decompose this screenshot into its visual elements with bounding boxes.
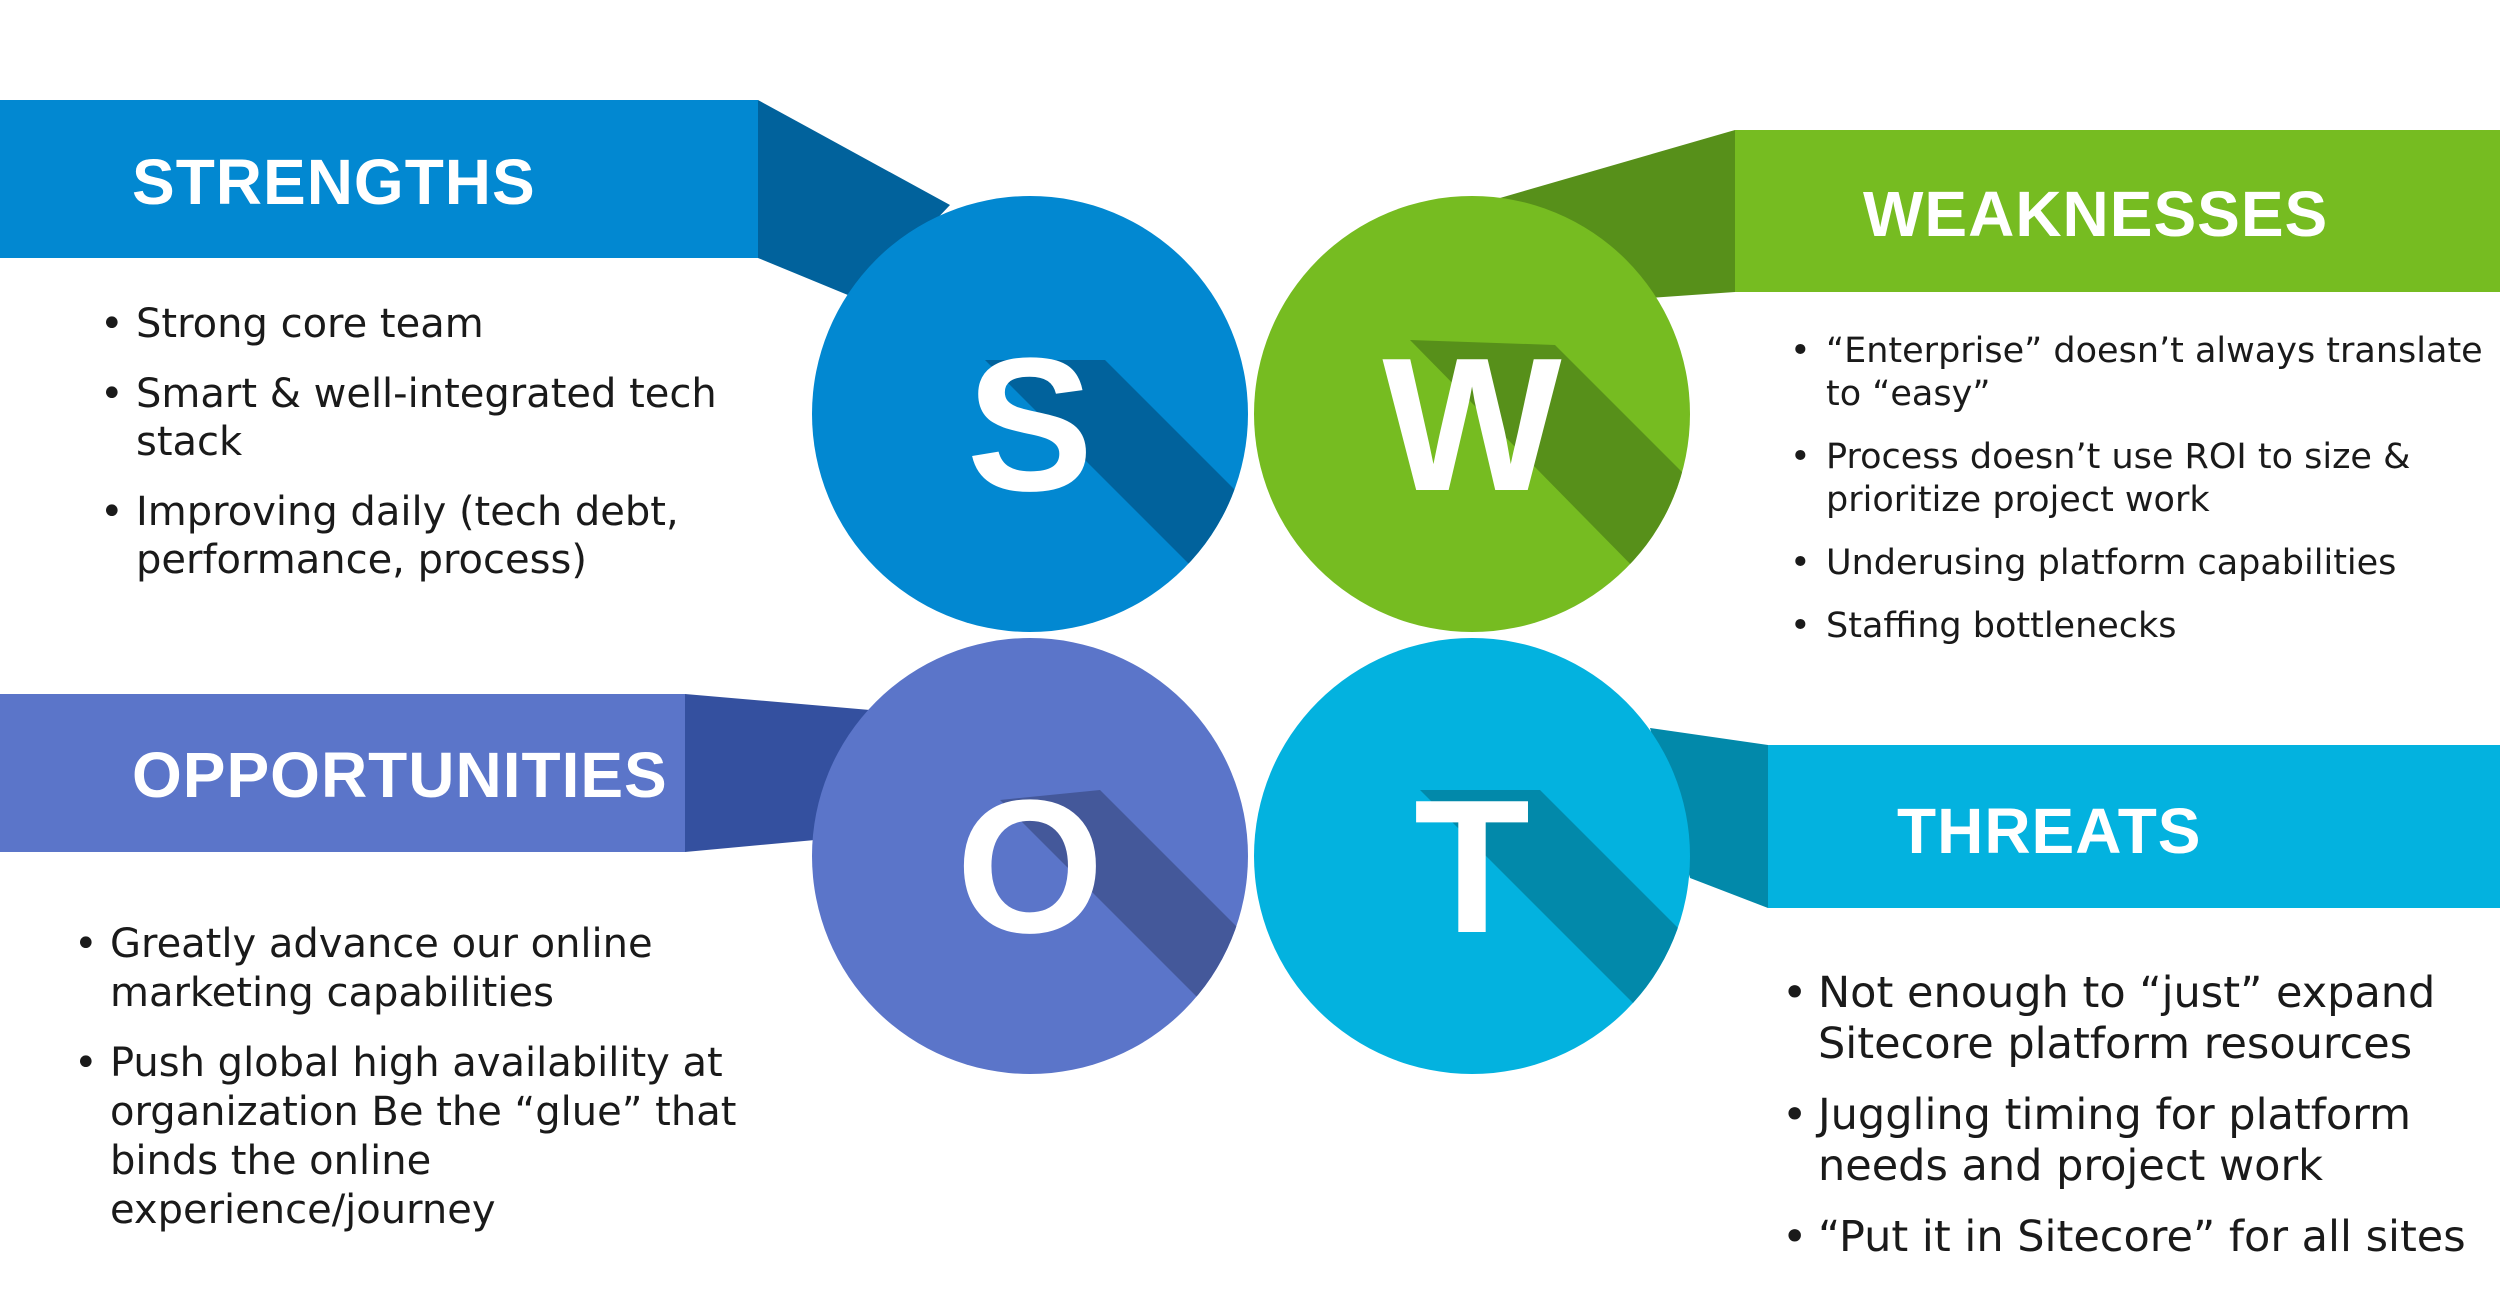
opportunities-banner: [0, 694, 685, 852]
list-item: Push global high availability at organiz…: [72, 1039, 752, 1235]
threats-letter: T: [1413, 761, 1531, 973]
weaknesses-title: WEAKNESSES: [1863, 178, 2329, 250]
list-item: Improving daily (tech debt, performance,…: [98, 488, 778, 584]
strengths-list: Strong core team Smart & well-integrated…: [98, 300, 778, 606]
opportunities-list: Greatly advance our online marketing cap…: [72, 920, 752, 1256]
list-item: Greatly advance our online marketing cap…: [72, 920, 752, 1018]
threats-list: Not enough to “just” expand Sitecore pla…: [1780, 968, 2480, 1283]
strengths-circle: [812, 196, 1248, 632]
list-item: Juggling timing for platform needs and p…: [1780, 1090, 2480, 1192]
weaknesses-banner: [1735, 130, 2500, 292]
threats-banner-fold: [1650, 728, 1768, 908]
opportunities-letter: O: [956, 761, 1104, 973]
strengths-banner: [0, 100, 758, 258]
weaknesses-list: “Enterprise” doesn’t always translate to…: [1788, 330, 2488, 668]
opportunities-circle: [812, 638, 1248, 1074]
list-item: Staffing bottlenecks: [1788, 605, 2488, 648]
list-item: Not enough to “just” expand Sitecore pla…: [1780, 968, 2480, 1070]
opportunities-title: OPPORTUNITIES: [132, 739, 668, 811]
list-item: “Put it in Sitecore” for all sites: [1780, 1212, 2480, 1263]
weaknesses-banner-fold: [1500, 130, 1735, 298]
list-item: Process doesn’t use ROI to size & priori…: [1788, 436, 2488, 522]
threats-title: THREATS: [1897, 795, 2202, 867]
strengths-title: STRENGTHS: [132, 146, 536, 218]
strengths-letter: S: [966, 319, 1094, 531]
weaknesses-circle: [1254, 196, 1690, 632]
weaknesses-letter: W: [1382, 319, 1562, 531]
threats-banner: [1768, 745, 2500, 908]
threats-circle: [1254, 638, 1690, 1074]
list-item: Underusing platform capabilities: [1788, 542, 2488, 585]
list-item: Strong core team: [98, 300, 778, 348]
list-item: Smart & well-integrated tech stack: [98, 370, 778, 466]
list-item: “Enterprise” doesn’t always translate to…: [1788, 330, 2488, 416]
